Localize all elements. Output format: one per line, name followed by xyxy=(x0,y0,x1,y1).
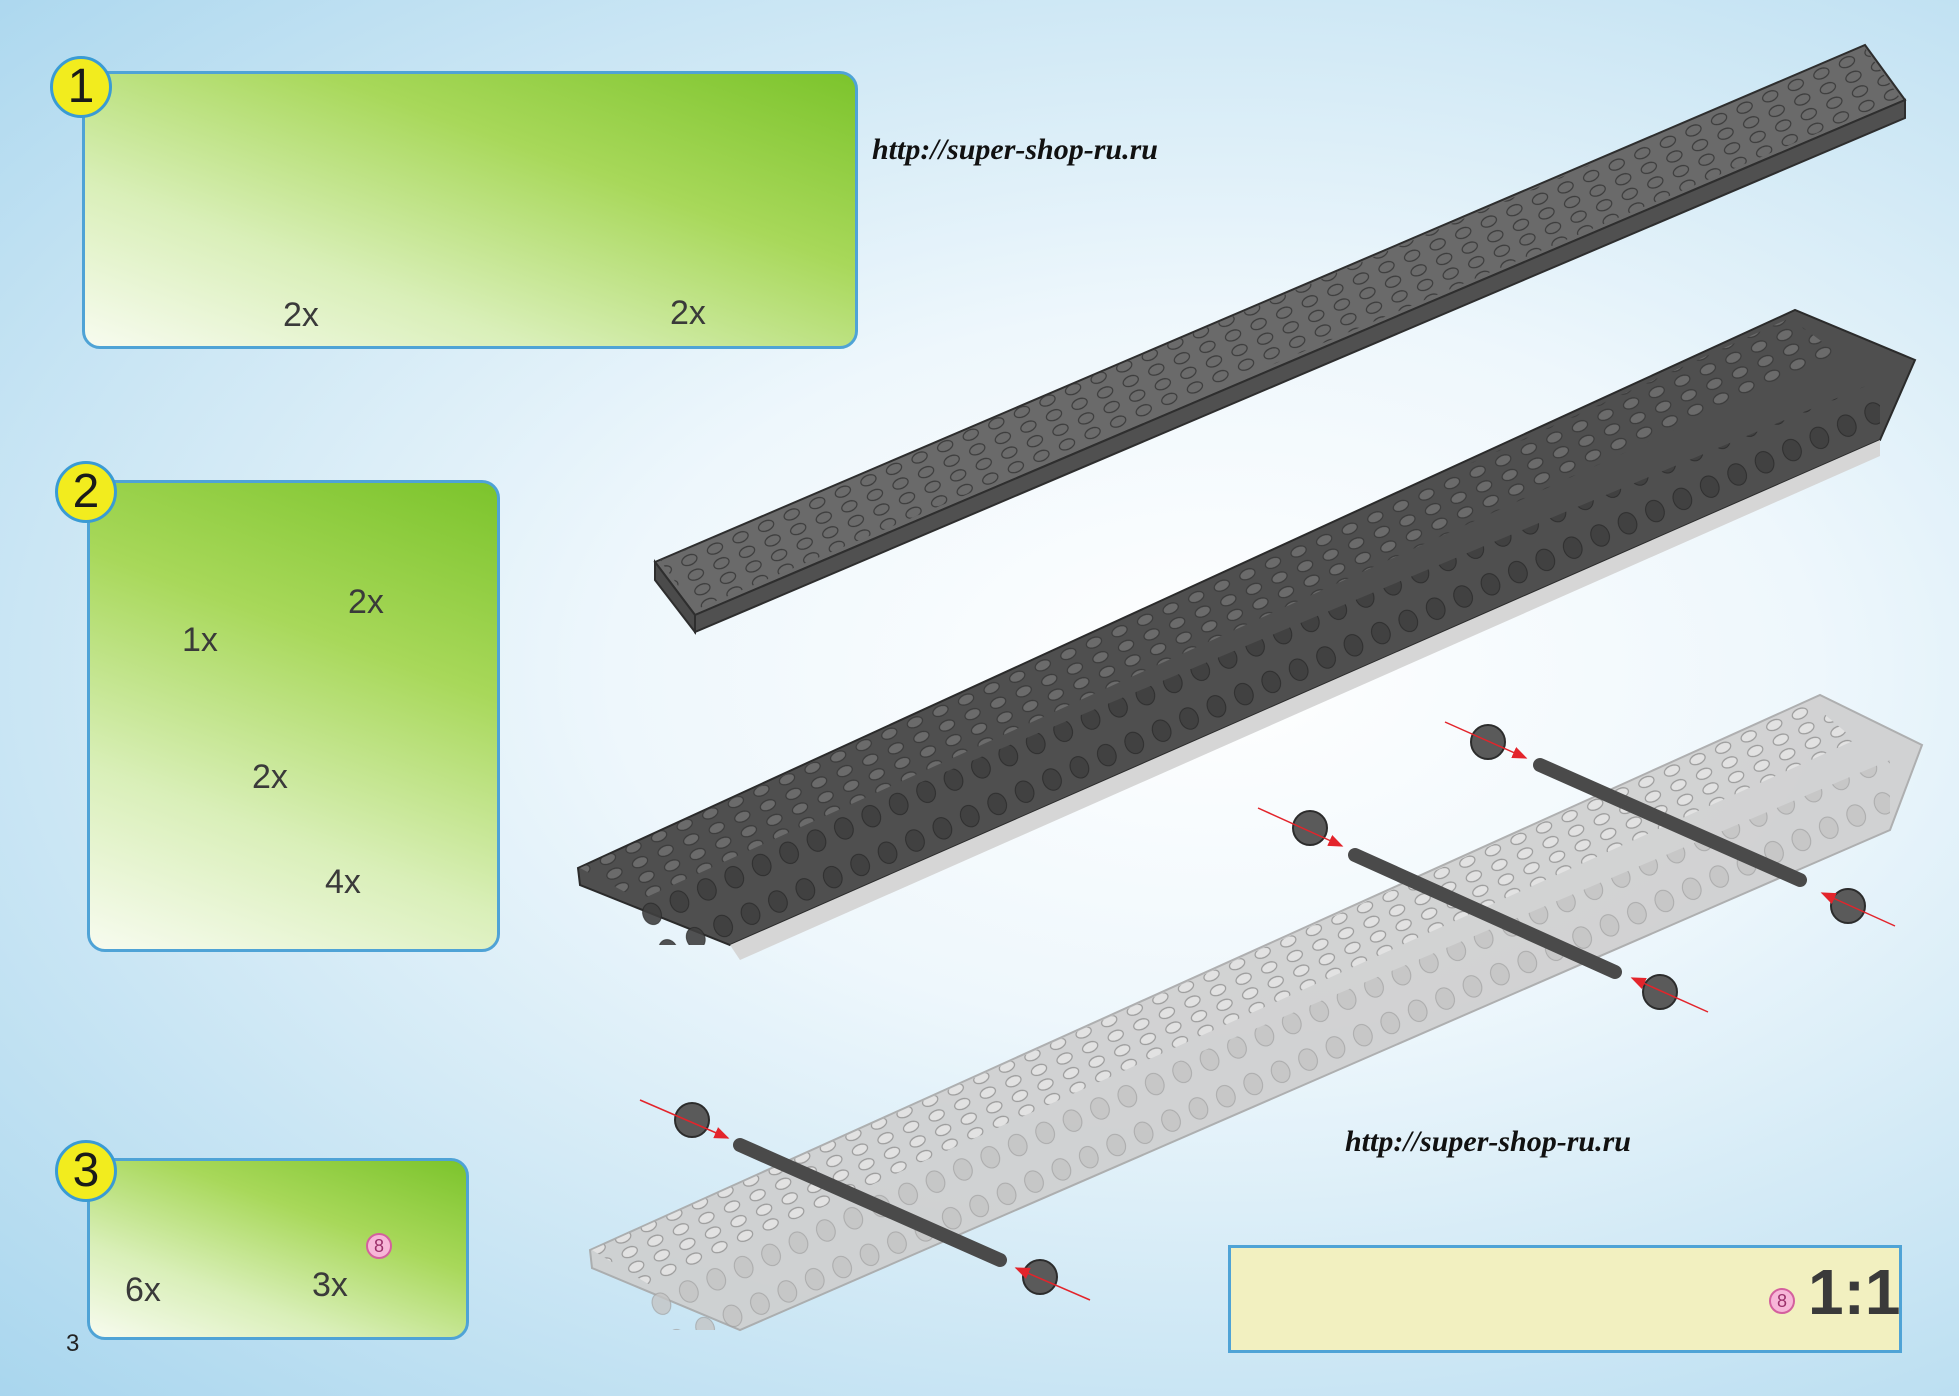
step2-qty-wedge: 1x xyxy=(182,621,218,659)
axle-assembly-lower xyxy=(639,1099,1091,1301)
page-number: 3 xyxy=(66,1330,80,1357)
step1-qty-left: 2x xyxy=(283,296,319,334)
scale-box: 8 xyxy=(1228,1245,1902,1353)
scale-axle-length-marker: 8 xyxy=(1769,1288,1795,1314)
step3-qty-axle: 3x xyxy=(312,1266,348,1304)
step2-qty-beam: 4x xyxy=(325,863,361,901)
light-hull-frame xyxy=(588,693,1924,1332)
watermark-url-bottom: http://super-shop-ru.ru xyxy=(1345,1125,1631,1158)
step3-number-badge: 3 xyxy=(55,1140,117,1202)
step3-qty-bush: 6x xyxy=(125,1271,161,1309)
scale-label: 1:1 xyxy=(1808,1256,1901,1328)
step2-panel: 1x 2x 2x 4x xyxy=(87,480,500,952)
step1-number-badge: 1 xyxy=(50,56,112,118)
step1-qty-right: 2x xyxy=(670,294,706,332)
long-plate xyxy=(653,43,1907,635)
step2-qty-slope: 2x xyxy=(348,583,384,621)
step2-qty-brick: 2x xyxy=(252,758,288,796)
watermark-url-top: http://super-shop-ru.ru xyxy=(872,133,1158,166)
step3-panel: 6x 3x 8 xyxy=(87,1158,469,1340)
step2-number-badge: 2 xyxy=(55,461,117,523)
axle-assembly-upper xyxy=(1444,721,1896,927)
axle-assembly-middle xyxy=(1257,807,1709,1013)
step3-axle-length-marker: 8 xyxy=(366,1233,392,1259)
dark-hull-frame xyxy=(576,308,1917,960)
step1-panel: 2x 2x xyxy=(82,71,858,349)
